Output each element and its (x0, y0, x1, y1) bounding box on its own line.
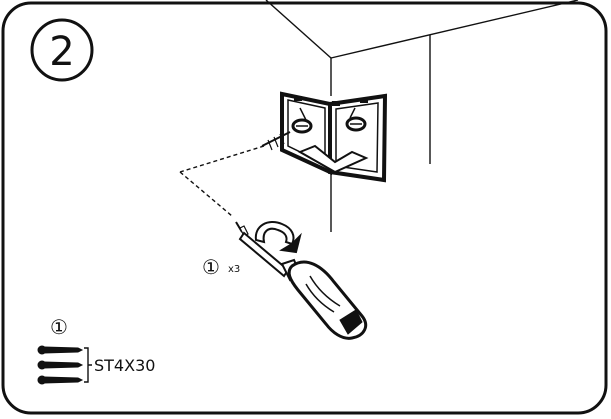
legend-index-mark: ① (50, 315, 68, 339)
parts-legend: ① ST4X30 (37, 315, 155, 385)
wall-corner (265, 0, 579, 232)
step-badge: 2 (30, 18, 94, 82)
rotation-arrow-icon (254, 221, 302, 254)
screw-icon (37, 345, 84, 385)
step-number: 2 (49, 29, 74, 75)
screwdriver-icon (235, 221, 368, 340)
screw-spec-label: ST4X30 (94, 356, 155, 375)
callout-index-mark: ① (202, 255, 220, 279)
legend-bracket (84, 347, 92, 383)
alignment-guide (179, 145, 265, 217)
quantity-callout: ① x3 (202, 255, 240, 279)
mounting-bracket-icon (261, 91, 388, 183)
callout-quantity: x3 (228, 264, 240, 275)
